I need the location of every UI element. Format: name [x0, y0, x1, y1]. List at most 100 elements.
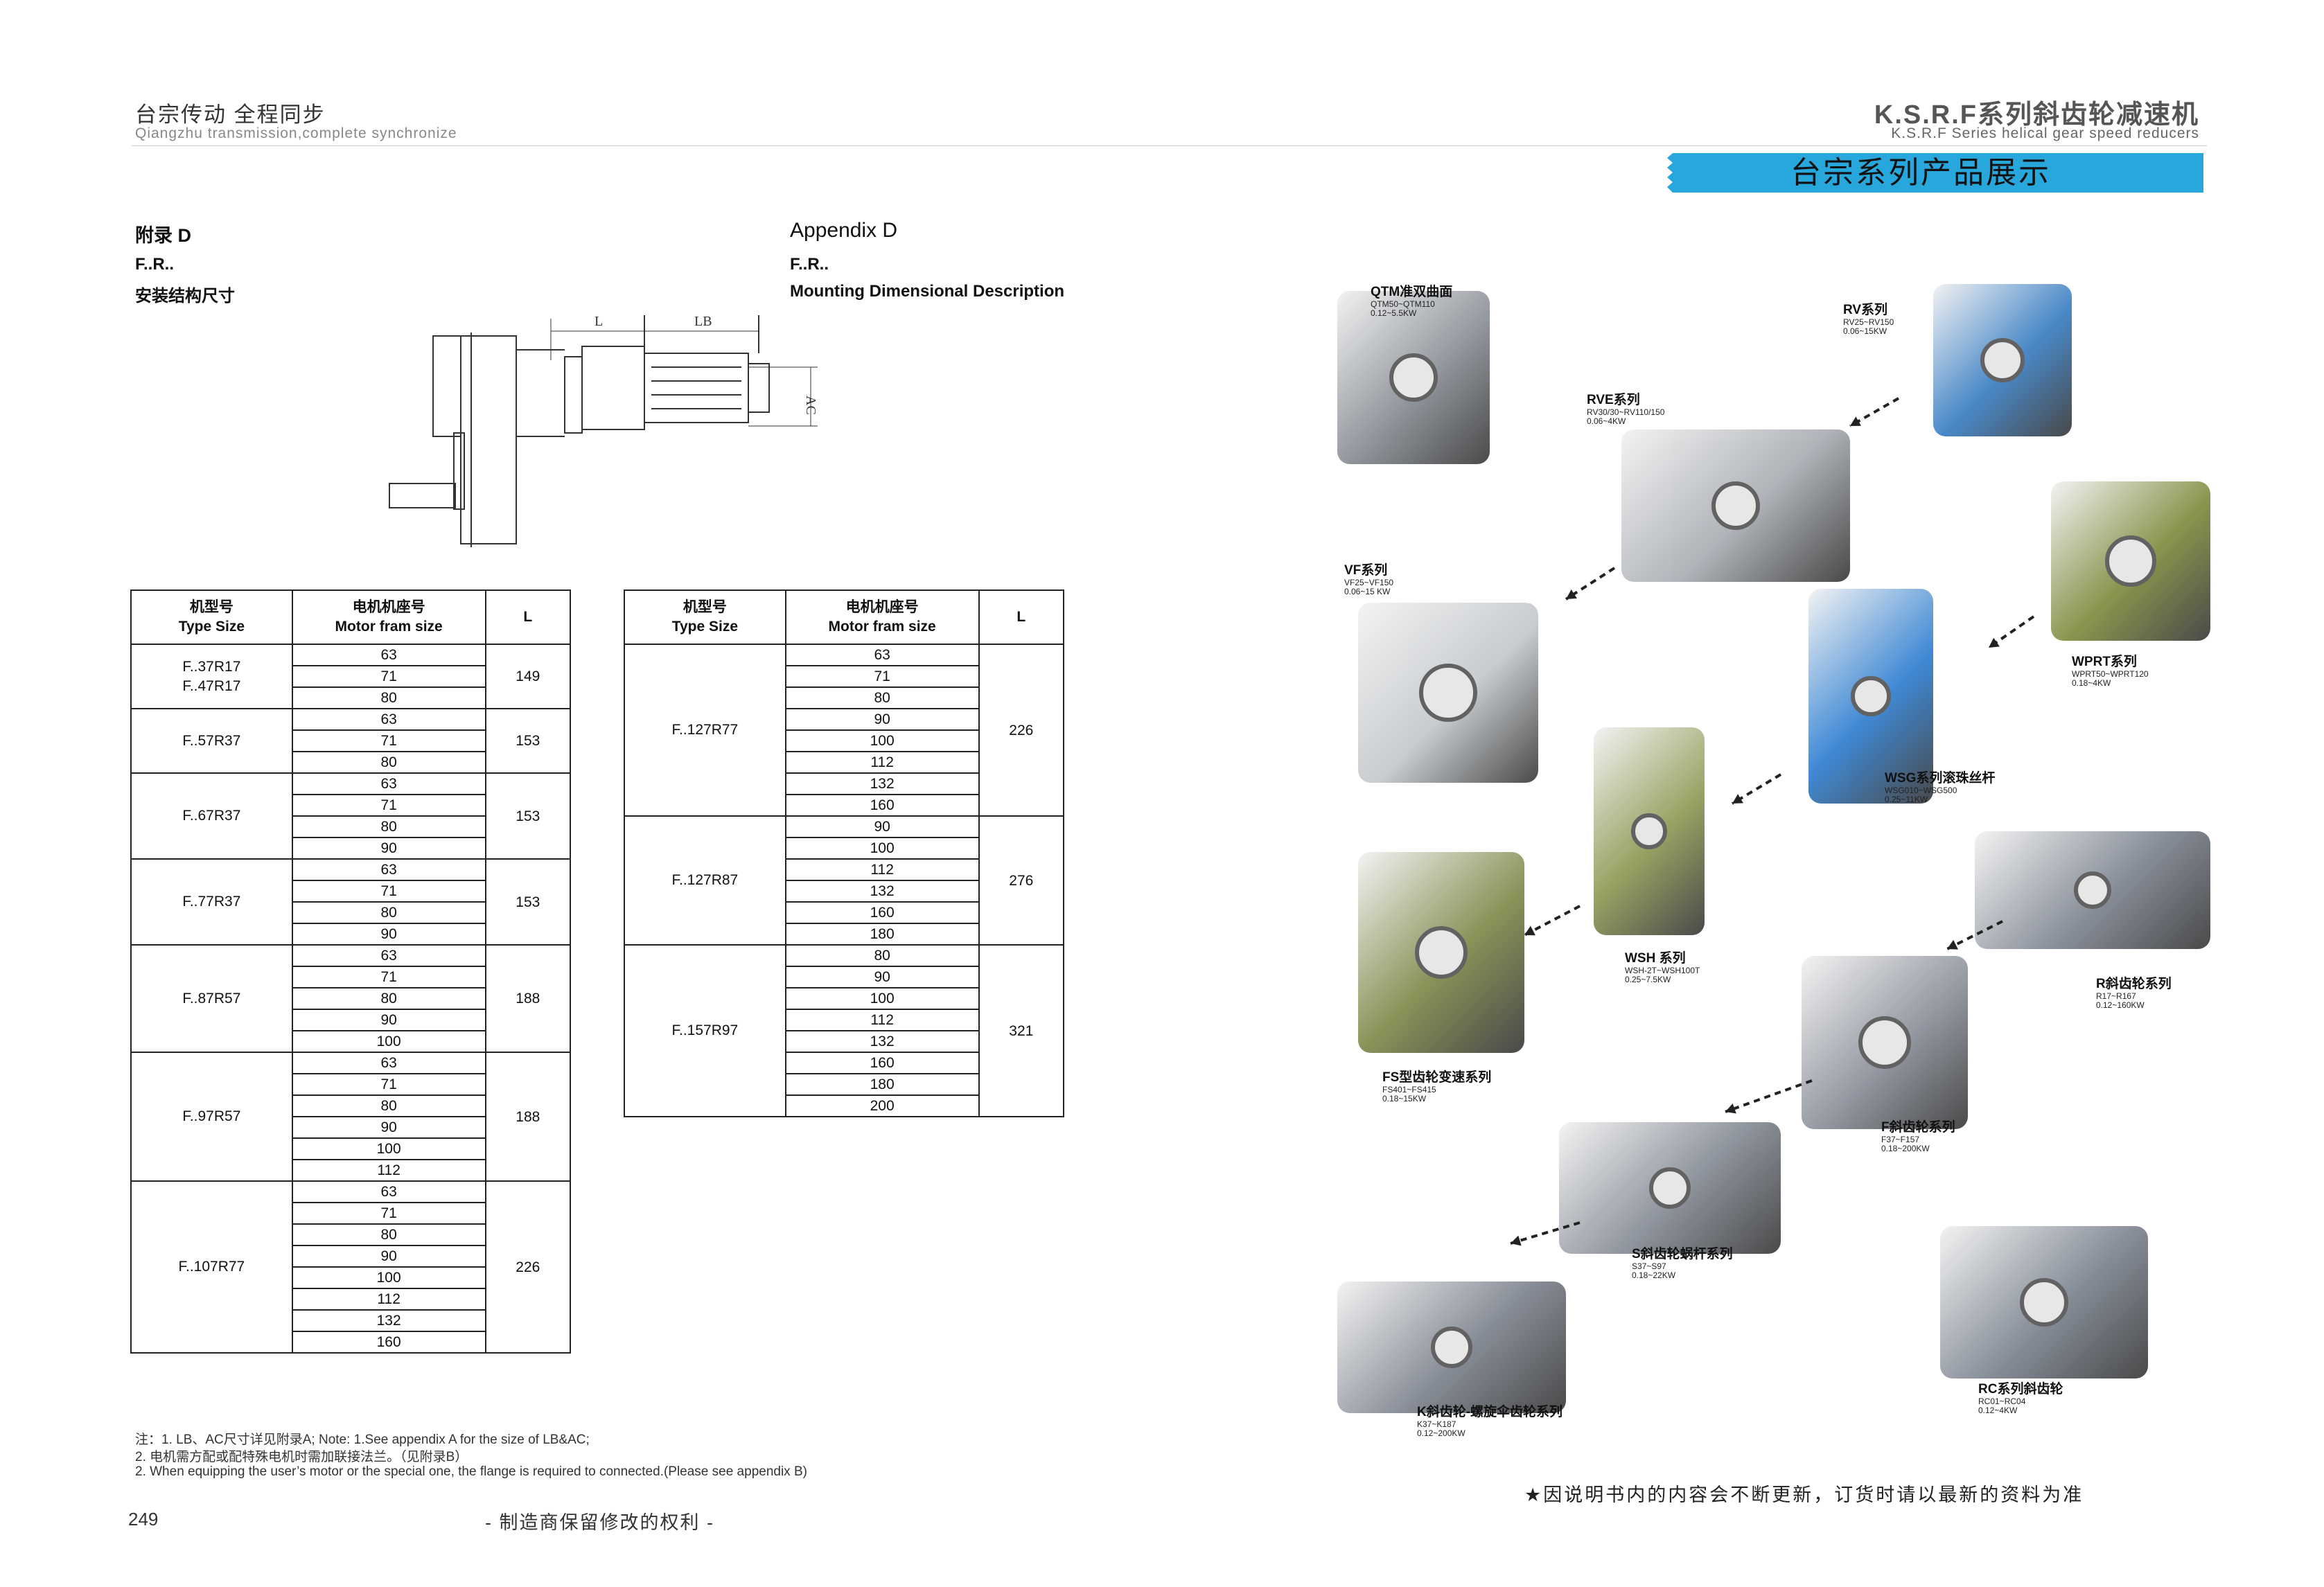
table-row: 160: [131, 1331, 570, 1354]
product-range: RV25~RV150: [1843, 317, 1894, 327]
table-row: 80: [131, 901, 570, 924]
product-image: [2051, 481, 2210, 641]
table-row: 80: [131, 1223, 570, 1246]
motor-size-cell: 160: [784, 1052, 980, 1074]
product-range: F37~F157: [1881, 1135, 1920, 1144]
table-row: 71: [131, 1202, 570, 1225]
table-row: 132: [624, 880, 1064, 903]
drawing-label-ac: AC: [803, 396, 818, 415]
product-range: S37~S97: [1632, 1261, 1666, 1271]
header-left-cn: 台宗传动 全程同步: [135, 103, 326, 127]
motor-size-cell: 90: [291, 1009, 486, 1031]
note-line-1: 注：1. LB、AC尺寸详见附录A; Note: 1.See appendix …: [135, 1433, 590, 1447]
motor-size-cell: 132: [291, 1309, 486, 1332]
product-image: [1358, 603, 1538, 783]
product-shaft-icon: [1419, 664, 1477, 722]
product-name: F斜齿轮系列: [1881, 1120, 1955, 1135]
motor-size-cell: 132: [784, 1030, 980, 1053]
motor-size-cell: 80: [784, 686, 980, 709]
table-row: 100: [131, 1137, 570, 1160]
type-size-cell: F..67R37: [130, 772, 293, 860]
table-row: 100: [624, 837, 1064, 860]
product-image: [1337, 291, 1490, 464]
motor-size-cell: 100: [784, 837, 980, 860]
table-row: 71: [131, 1073, 570, 1096]
product-name: QTM准双曲面: [1371, 285, 1453, 299]
banner-zigzag: [1663, 153, 1673, 193]
product-range: K37~K187: [1417, 1419, 1456, 1429]
type-size-cell: F..37R17 F..47R17: [130, 644, 293, 709]
product-image: [1337, 1282, 1566, 1413]
table-row: 80: [131, 987, 570, 1010]
product-image: [1940, 1226, 2148, 1378]
table-row: 90: [131, 837, 570, 860]
dashed-arrow-icon: [1731, 773, 1782, 805]
col-l-header: L: [978, 589, 1065, 645]
product-shaft-icon: [2019, 1277, 2069, 1327]
product-shaft-icon: [1980, 338, 2025, 382]
product-image: [1358, 852, 1524, 1053]
table-row: 80: [131, 1094, 570, 1117]
table-row: 180: [624, 1073, 1064, 1096]
table-row: 160: [624, 1052, 1064, 1074]
motor-size-cell: 71: [291, 729, 486, 752]
arrowhead-icon: [1947, 939, 1958, 950]
product-shaft-icon: [2073, 871, 2112, 910]
product-image: [1559, 1122, 1781, 1254]
table-row: 132: [624, 772, 1064, 795]
table-row: 160: [624, 901, 1064, 924]
table-row: 180: [624, 923, 1064, 946]
type-size-cell: F..127R87: [624, 815, 786, 946]
type-size-cell: F..127R77: [624, 644, 786, 817]
type-size-cell: F..97R57: [130, 1052, 293, 1182]
l-value-cell: 188: [484, 1052, 572, 1182]
motor-size-cell: 160: [291, 1331, 486, 1354]
table-row: 100: [131, 1030, 570, 1053]
motor-size-cell: 63: [291, 858, 486, 881]
product-power: 0.06~15 KW: [1344, 587, 1391, 596]
product-power: 0.12~5.5KW: [1371, 308, 1417, 318]
product-range: R17~R167: [2096, 991, 2136, 1001]
arrowhead-icon: [1850, 416, 1861, 426]
motor-size-cell: 180: [784, 923, 980, 946]
l-value-cell: 226: [978, 644, 1065, 817]
motor-size-cell: 71: [291, 665, 486, 688]
motor-size-cell: 90: [291, 837, 486, 860]
header-left-en: Qiangzhu transmission,complete synchroni…: [135, 125, 457, 141]
table-row: 112: [624, 1009, 1064, 1031]
model-cn: F..R..: [135, 255, 175, 274]
arrowhead-icon: [1511, 1235, 1522, 1246]
motor-size-cell: 90: [784, 708, 980, 731]
product-power: 0.12~160KW: [2096, 1000, 2145, 1010]
product-range: VF25~VF150: [1344, 578, 1394, 587]
type-size-cell: F..57R37: [130, 708, 293, 774]
type-size-cell: F..107R77: [130, 1180, 293, 1354]
product-shaft-icon: [1414, 925, 1468, 979]
table-row: 90: [131, 1009, 570, 1031]
motor-size-cell: 160: [784, 794, 980, 817]
table-row: 112: [131, 1288, 570, 1311]
l-value-cell: 153: [484, 858, 572, 946]
table-row: 100: [624, 987, 1064, 1010]
motor-size-cell: 100: [784, 987, 980, 1010]
product-power: 0.18~15KW: [1382, 1094, 1427, 1103]
motor-size-cell: 100: [784, 729, 980, 752]
product-range: QTM50~QTM110: [1371, 299, 1435, 309]
motor-size-cell: 132: [784, 880, 980, 903]
subtitle-cn: 安装结构尺寸: [135, 287, 235, 305]
dashed-arrow-icon: [1565, 567, 1616, 601]
product-shaft-icon: [1858, 1016, 1912, 1070]
product-image: [1808, 589, 1933, 804]
product-name: K斜齿轮-螺旋伞齿轮系列: [1417, 1405, 1563, 1419]
subtitle-en: Mounting Dimensional Description: [790, 282, 1065, 301]
table-row: 112: [624, 858, 1064, 881]
col-l-header: L: [484, 589, 572, 645]
